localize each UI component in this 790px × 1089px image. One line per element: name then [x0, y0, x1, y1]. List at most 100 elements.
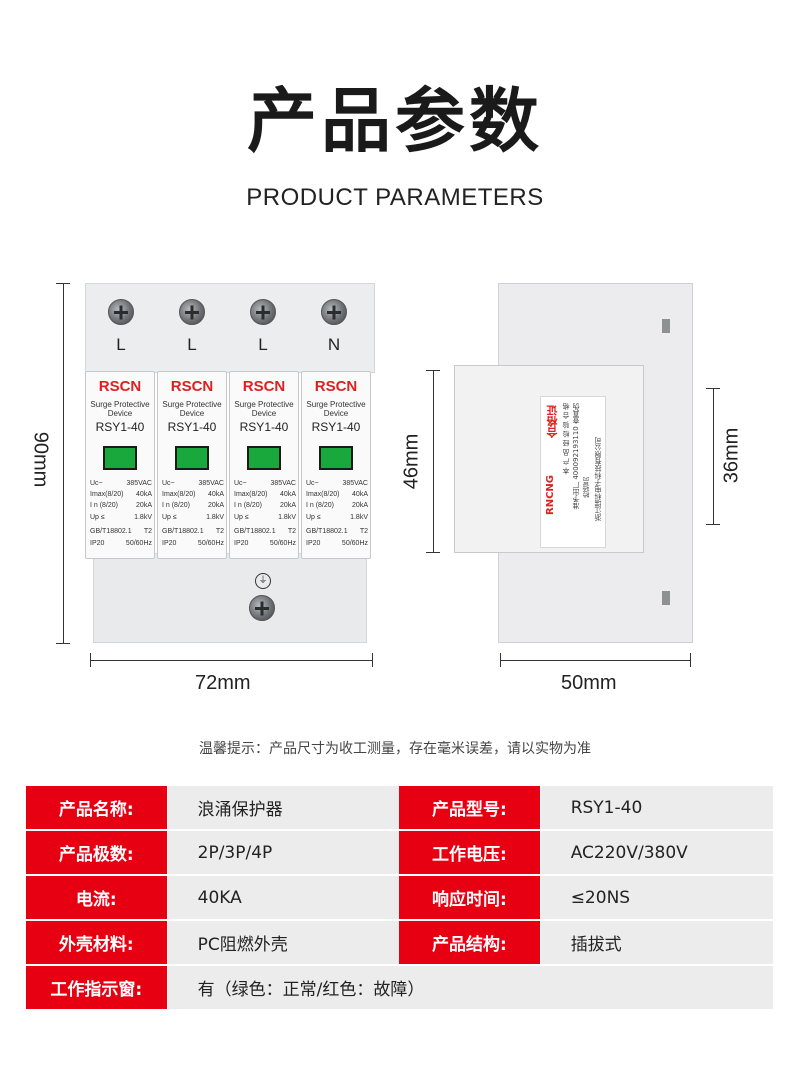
module-spec-row: GB/T18802.1 T2	[306, 528, 368, 535]
spec-key: 产品极数:	[26, 829, 168, 876]
label-cert: 合格证	[546, 405, 559, 438]
spec-value: 浪涌保护器	[167, 784, 400, 831]
module-spec-row: IP20 50/60Hz	[306, 540, 368, 547]
dimension-tick	[426, 370, 440, 371]
measurement-note: 温馨提示：产品尺寸为收工测量，存在毫米误差，请以实物为准	[199, 741, 591, 757]
module-spec-value: 1.8kV	[134, 514, 152, 521]
module-spec-value: 20kA	[136, 502, 152, 509]
module-spec-row: Imax(8/20)40kA	[234, 491, 296, 498]
module-spec-row: GB/T18802.1 T2	[90, 528, 152, 535]
spec-key: 产品结构:	[399, 919, 541, 966]
table-row: 外壳材料: PC阻燃外壳 产品结构: 插拔式	[26, 919, 773, 966]
module-model: RSY1-40	[311, 420, 361, 434]
module-spec-value: 50/60Hz	[197, 540, 224, 547]
module-spec-key: Up ≤	[234, 514, 249, 521]
spec-key: 产品名称:	[26, 784, 168, 831]
spec-value: ≤20NS	[540, 874, 773, 921]
module-spec-key: GB/T18802.1	[90, 528, 132, 535]
spec-key: 工作指示窗:	[26, 964, 168, 1010]
dimension-tick	[500, 653, 501, 667]
housing-slot	[662, 319, 670, 333]
dimension-tick	[426, 552, 440, 553]
module-spec-key: Uc~	[234, 480, 247, 487]
module-spec-key: IP20	[306, 540, 321, 547]
dimension-tick	[706, 388, 720, 389]
dimension-tick	[706, 524, 720, 525]
module-spec-key: Uc~	[90, 480, 103, 487]
dimension-tick	[690, 653, 691, 667]
module-brand: RSCN	[98, 378, 142, 395]
module-spec-value: 40kA	[208, 491, 224, 498]
module-spec-row: Uc~385VAC	[306, 480, 368, 487]
spec-value: RSY1-40	[540, 784, 773, 831]
module-spec-row: I n (8/20)20kA	[306, 502, 368, 509]
label-line: 检验员	[582, 477, 590, 498]
label-line: 本 产 品 经 检 验 合 格	[562, 403, 570, 475]
device-base	[93, 553, 367, 643]
module-spec-value: 20kA	[280, 502, 296, 509]
module-spec-row: I n (8/20)20kA	[234, 502, 296, 509]
module-spec-key: Imax(8/20)	[162, 491, 196, 498]
module-spec-key: Imax(8/20)	[306, 491, 340, 498]
module-spec-value: 1.8kV	[350, 514, 368, 521]
page-title: 产品参数	[247, 80, 543, 162]
module-spec-key: GB/T18802.1	[234, 528, 276, 535]
status-window-indicator	[103, 446, 137, 470]
spec-key: 电流:	[26, 874, 168, 921]
module-desc-line: Surge Protective	[306, 400, 366, 409]
module-brand: RSCN	[170, 378, 214, 395]
module-spec-row: Imax(8/20) 40kA	[306, 491, 368, 498]
spec-key: 外壳材料:	[26, 919, 168, 966]
module-desc-line: Surge Protective	[90, 400, 150, 409]
module-desc-line: Device	[323, 409, 349, 418]
pole-label: L	[187, 335, 197, 354]
status-window-indicator	[319, 446, 353, 470]
module-spec-value: 40kA	[352, 491, 368, 498]
module-spec-value: 385VAC	[270, 480, 296, 487]
pole-label: L	[116, 335, 126, 354]
dimension-tick	[56, 643, 70, 644]
module-spec-value: 385VAC	[342, 480, 368, 487]
module-spec-key: GB/T18802.1	[306, 528, 348, 535]
module-spec-row: I n (8/20) 20kA	[162, 502, 224, 509]
module-spec-value: 385VAC	[198, 480, 224, 487]
screw-icon	[249, 595, 275, 621]
module-brand: RSCN	[242, 378, 286, 395]
table-row: 工作指示窗: 有（绿色：正常/红色：故障）	[26, 964, 773, 1010]
module-spec-key: I n (8/20)	[306, 502, 335, 509]
label-brand: RNCNG	[545, 475, 556, 515]
module-spec-key: I n (8/20)	[162, 502, 191, 509]
width-dimension-label: 72mm	[195, 672, 251, 694]
module-model: RSY1-40	[167, 420, 217, 434]
module-spec-key: Up ≤	[306, 514, 321, 521]
module-spec-value: T2	[359, 528, 368, 535]
module-spec-key: Up ≤	[90, 514, 105, 521]
module-desc-line: Surge Protective	[234, 400, 294, 409]
dimension-tick	[372, 653, 373, 667]
spec-value: 2P/3P/4P	[167, 829, 400, 876]
module-spec-row: Up ≤1.8kV	[162, 514, 224, 521]
module-spec-row: Up ≤ 1.8kV	[90, 514, 152, 521]
module-spec-key: Imax(8/20)	[234, 491, 268, 498]
screw-icon	[108, 299, 134, 325]
terminal-block	[85, 283, 375, 373]
module-spec-row: Up ≤ 1.8kV	[306, 514, 368, 521]
module-desc-line: Device	[107, 409, 133, 418]
status-window-indicator	[247, 446, 281, 470]
module-spec-value: 20kA	[208, 502, 224, 509]
label-line: 准予出厂 400092193110 查真伪	[572, 403, 580, 510]
module-spec-value: T2	[143, 528, 152, 535]
module-spec-key: IP20	[90, 540, 105, 547]
module-spec-key: Up ≤	[162, 514, 177, 521]
module-spec-value: 385VAC	[126, 480, 152, 487]
module-spec-value: T2	[215, 528, 224, 535]
dimension-tick	[90, 653, 91, 667]
module-spec-value: 50/60Hz	[341, 540, 368, 547]
table-row: 电流: 40KA 响应时间: ≤20NS	[26, 874, 773, 921]
